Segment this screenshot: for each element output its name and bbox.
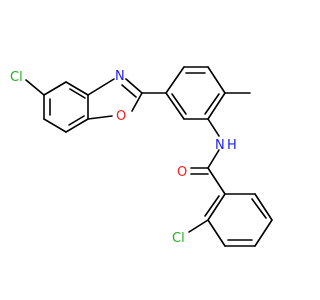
bond: [43, 118, 67, 133]
amide-hydrogen-label: H: [227, 138, 237, 153]
bond: [207, 219, 226, 247]
bond: [207, 167, 226, 195]
bond: [251, 198, 267, 219]
bond: [204, 93, 220, 115]
bond: [188, 219, 209, 233]
amide-nitrogen-label: N: [215, 138, 225, 153]
bond: [165, 92, 185, 120]
chlorine-bottom-label: Cl: [172, 231, 185, 246]
bond: [204, 195, 220, 217]
bond: [25, 79, 45, 96]
carbonyl-oxygen-label: O: [177, 165, 187, 180]
oxazole-oxygen-label: O: [116, 109, 126, 124]
bonds: [25, 66, 273, 247]
bond: [171, 93, 187, 115]
bond: [65, 118, 89, 133]
bond: [69, 88, 86, 99]
bond: [207, 149, 220, 169]
bond: [207, 118, 220, 137]
chlorine-top-label: Cl: [10, 70, 23, 85]
bond: [165, 66, 185, 94]
bond: [87, 78, 115, 96]
bond: [68, 115, 85, 126]
molecule-diagram: Cl N O N H O Cl: [10, 66, 273, 247]
bond: [254, 219, 273, 247]
bond: [43, 81, 67, 96]
bond: [121, 84, 137, 98]
bond: [131, 92, 143, 112]
oxazole-nitrogen-label: N: [115, 69, 125, 84]
bond: [207, 193, 226, 221]
bond: [125, 78, 143, 94]
bond: [254, 193, 273, 221]
bond: [207, 92, 226, 120]
bond: [65, 81, 89, 96]
bond: [207, 66, 226, 94]
atom-labels: Cl N O N H O Cl: [10, 69, 237, 246]
bond: [87, 115, 113, 120]
